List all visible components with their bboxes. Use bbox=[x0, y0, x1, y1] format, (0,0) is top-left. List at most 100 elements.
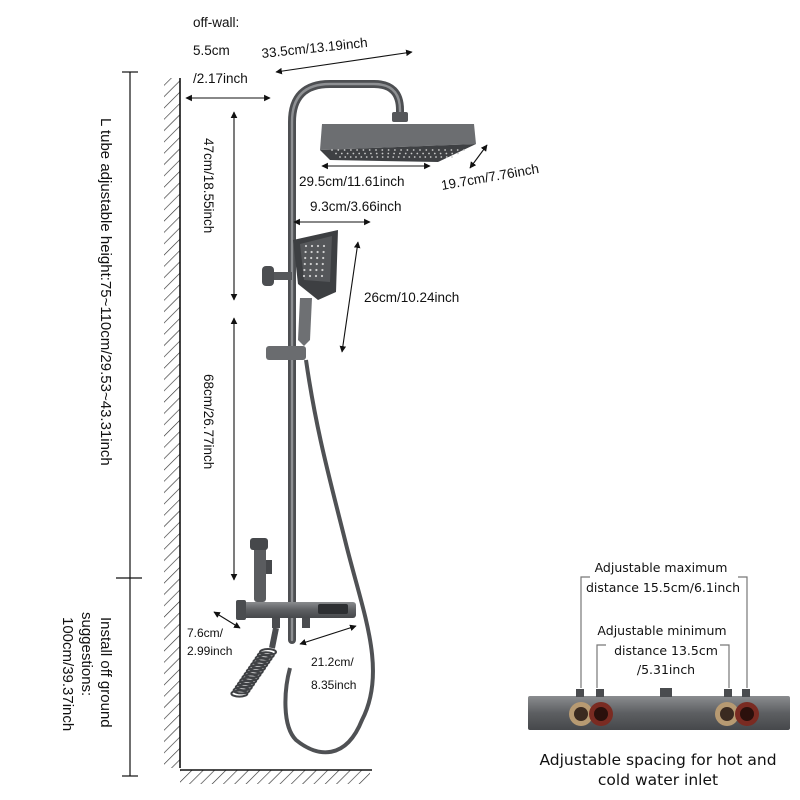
nozzle-dot bbox=[394, 149, 396, 151]
nozzle-dot bbox=[392, 156, 395, 158]
hand-shower-nozzles bbox=[302, 244, 326, 278]
nozzle-dot bbox=[375, 149, 377, 151]
nozzle-dot bbox=[368, 149, 371, 151]
hand-nozzle-dot bbox=[316, 244, 320, 248]
nozzle-dot bbox=[397, 156, 400, 158]
nozzle-dot bbox=[381, 152, 384, 155]
nozzle-dot bbox=[387, 156, 389, 158]
l-tube-label: L tube adjustable height:75~110cm/29.53~… bbox=[97, 118, 114, 466]
max-label-2: distance 15.5cm/6.1inch bbox=[586, 580, 740, 595]
hand-nozzle-dot bbox=[322, 250, 325, 254]
nozzle-dot bbox=[428, 152, 430, 155]
floor-hatch bbox=[180, 770, 370, 784]
hand-nozzle-dot bbox=[314, 274, 318, 278]
hand-shower-handle bbox=[298, 298, 312, 346]
handheld-length-line bbox=[339, 241, 361, 353]
nozzle-dot bbox=[413, 156, 416, 158]
knob-right bbox=[302, 618, 310, 628]
nozzle-dot bbox=[419, 149, 421, 151]
nozzle-dot bbox=[360, 156, 363, 158]
nozzle-dot bbox=[429, 156, 432, 158]
nozzle-dot bbox=[346, 152, 349, 155]
bar-top-stub bbox=[660, 688, 672, 697]
upper-bracket-cap bbox=[262, 266, 274, 286]
off-wall-title: off-wall: bbox=[193, 15, 239, 30]
hot-inlet-left bbox=[589, 702, 613, 726]
nozzle-dot bbox=[350, 149, 352, 151]
spout bbox=[269, 627, 279, 649]
nozzle-dot bbox=[349, 156, 352, 158]
bar-stub-3 bbox=[724, 689, 732, 697]
spray-gun-tip bbox=[250, 538, 268, 550]
shelf-label-2: 8.35inch bbox=[311, 678, 356, 692]
hand-nozzle-dot bbox=[315, 268, 318, 272]
spout-label-2: 2.99inch bbox=[187, 644, 232, 658]
min-label-3: /5.31inch bbox=[637, 662, 695, 677]
lower-rail-label: 68cm/26.77inch bbox=[201, 374, 216, 469]
hand-nozzle-dot bbox=[322, 256, 325, 260]
shelf-line bbox=[299, 624, 357, 646]
hand-nozzle-dot bbox=[321, 262, 324, 266]
nozzle-dot bbox=[425, 149, 428, 151]
head-nozzles bbox=[331, 149, 465, 158]
nozzle-dot bbox=[406, 149, 409, 151]
install-line2: suggestions: bbox=[78, 612, 95, 696]
nozzle-dot bbox=[450, 149, 453, 151]
coiled-hose bbox=[230, 648, 277, 698]
nozzle-dot bbox=[451, 156, 453, 158]
hand-nozzle-dot bbox=[322, 244, 326, 248]
nozzle-dot bbox=[393, 152, 395, 155]
max-bracket-right bbox=[738, 576, 748, 688]
cold-inlet-right bbox=[715, 702, 739, 726]
head-joint bbox=[392, 112, 408, 122]
nozzle-dot bbox=[457, 152, 459, 155]
hand-nozzle-dot bbox=[309, 262, 312, 266]
nozzle-dot bbox=[365, 156, 368, 158]
arm-length-label: 33.5cm/13.19inch bbox=[261, 35, 369, 61]
hand-nozzle-dot bbox=[308, 274, 312, 278]
nozzle-dot bbox=[438, 149, 440, 151]
nozzle-dot bbox=[371, 156, 373, 158]
nozzle-dot bbox=[387, 149, 390, 151]
hand-nozzle-dot bbox=[310, 250, 313, 254]
nozzle-dot bbox=[408, 156, 411, 158]
nozzle-dot bbox=[381, 156, 384, 158]
nozzle-dot bbox=[439, 152, 442, 155]
hot-inlet-right bbox=[735, 702, 759, 726]
hand-nozzle-dot bbox=[310, 244, 314, 248]
nozzle-dot bbox=[352, 152, 355, 155]
shower-riser bbox=[288, 80, 408, 644]
nozzle-dot bbox=[416, 152, 419, 155]
hand-shower-slider bbox=[266, 346, 306, 360]
hand-shower bbox=[266, 230, 338, 360]
hand-nozzle-dot bbox=[303, 268, 306, 272]
wall-hatch bbox=[164, 78, 180, 768]
cold-inlet-left bbox=[569, 702, 593, 726]
hand-nozzle-dot bbox=[303, 262, 306, 266]
spout-label-1: 7.6cm/ bbox=[187, 626, 224, 640]
install-line1: Install off ground bbox=[97, 617, 114, 728]
temperature-display bbox=[318, 604, 348, 614]
nozzle-dot bbox=[422, 152, 424, 155]
hand-nozzle-dot bbox=[316, 256, 319, 260]
nozzle-dot bbox=[339, 156, 341, 158]
off-wall-inch: /2.17inch bbox=[193, 71, 248, 86]
spray-gun-body bbox=[254, 544, 266, 602]
nozzle-dot bbox=[381, 149, 384, 151]
nozzle-dot bbox=[399, 152, 401, 155]
head-nozzle-face bbox=[320, 144, 476, 162]
nozzle-dot bbox=[331, 149, 333, 151]
bar-stub-2 bbox=[596, 689, 604, 697]
min-bracket-right bbox=[720, 644, 730, 688]
height-measure-lines bbox=[116, 71, 142, 777]
nozzle-dot bbox=[444, 149, 446, 151]
nozzle-dot bbox=[355, 156, 357, 158]
max-label-1: Adjustable maximum bbox=[595, 560, 728, 575]
bar-stub-4 bbox=[742, 689, 750, 697]
max-bracket-left bbox=[580, 576, 590, 688]
hand-nozzle-dot bbox=[316, 250, 319, 254]
nozzle-dot bbox=[362, 149, 365, 151]
shelf-wall-mount bbox=[236, 600, 246, 620]
install-line3: 100cm/39.37inch bbox=[59, 617, 76, 731]
